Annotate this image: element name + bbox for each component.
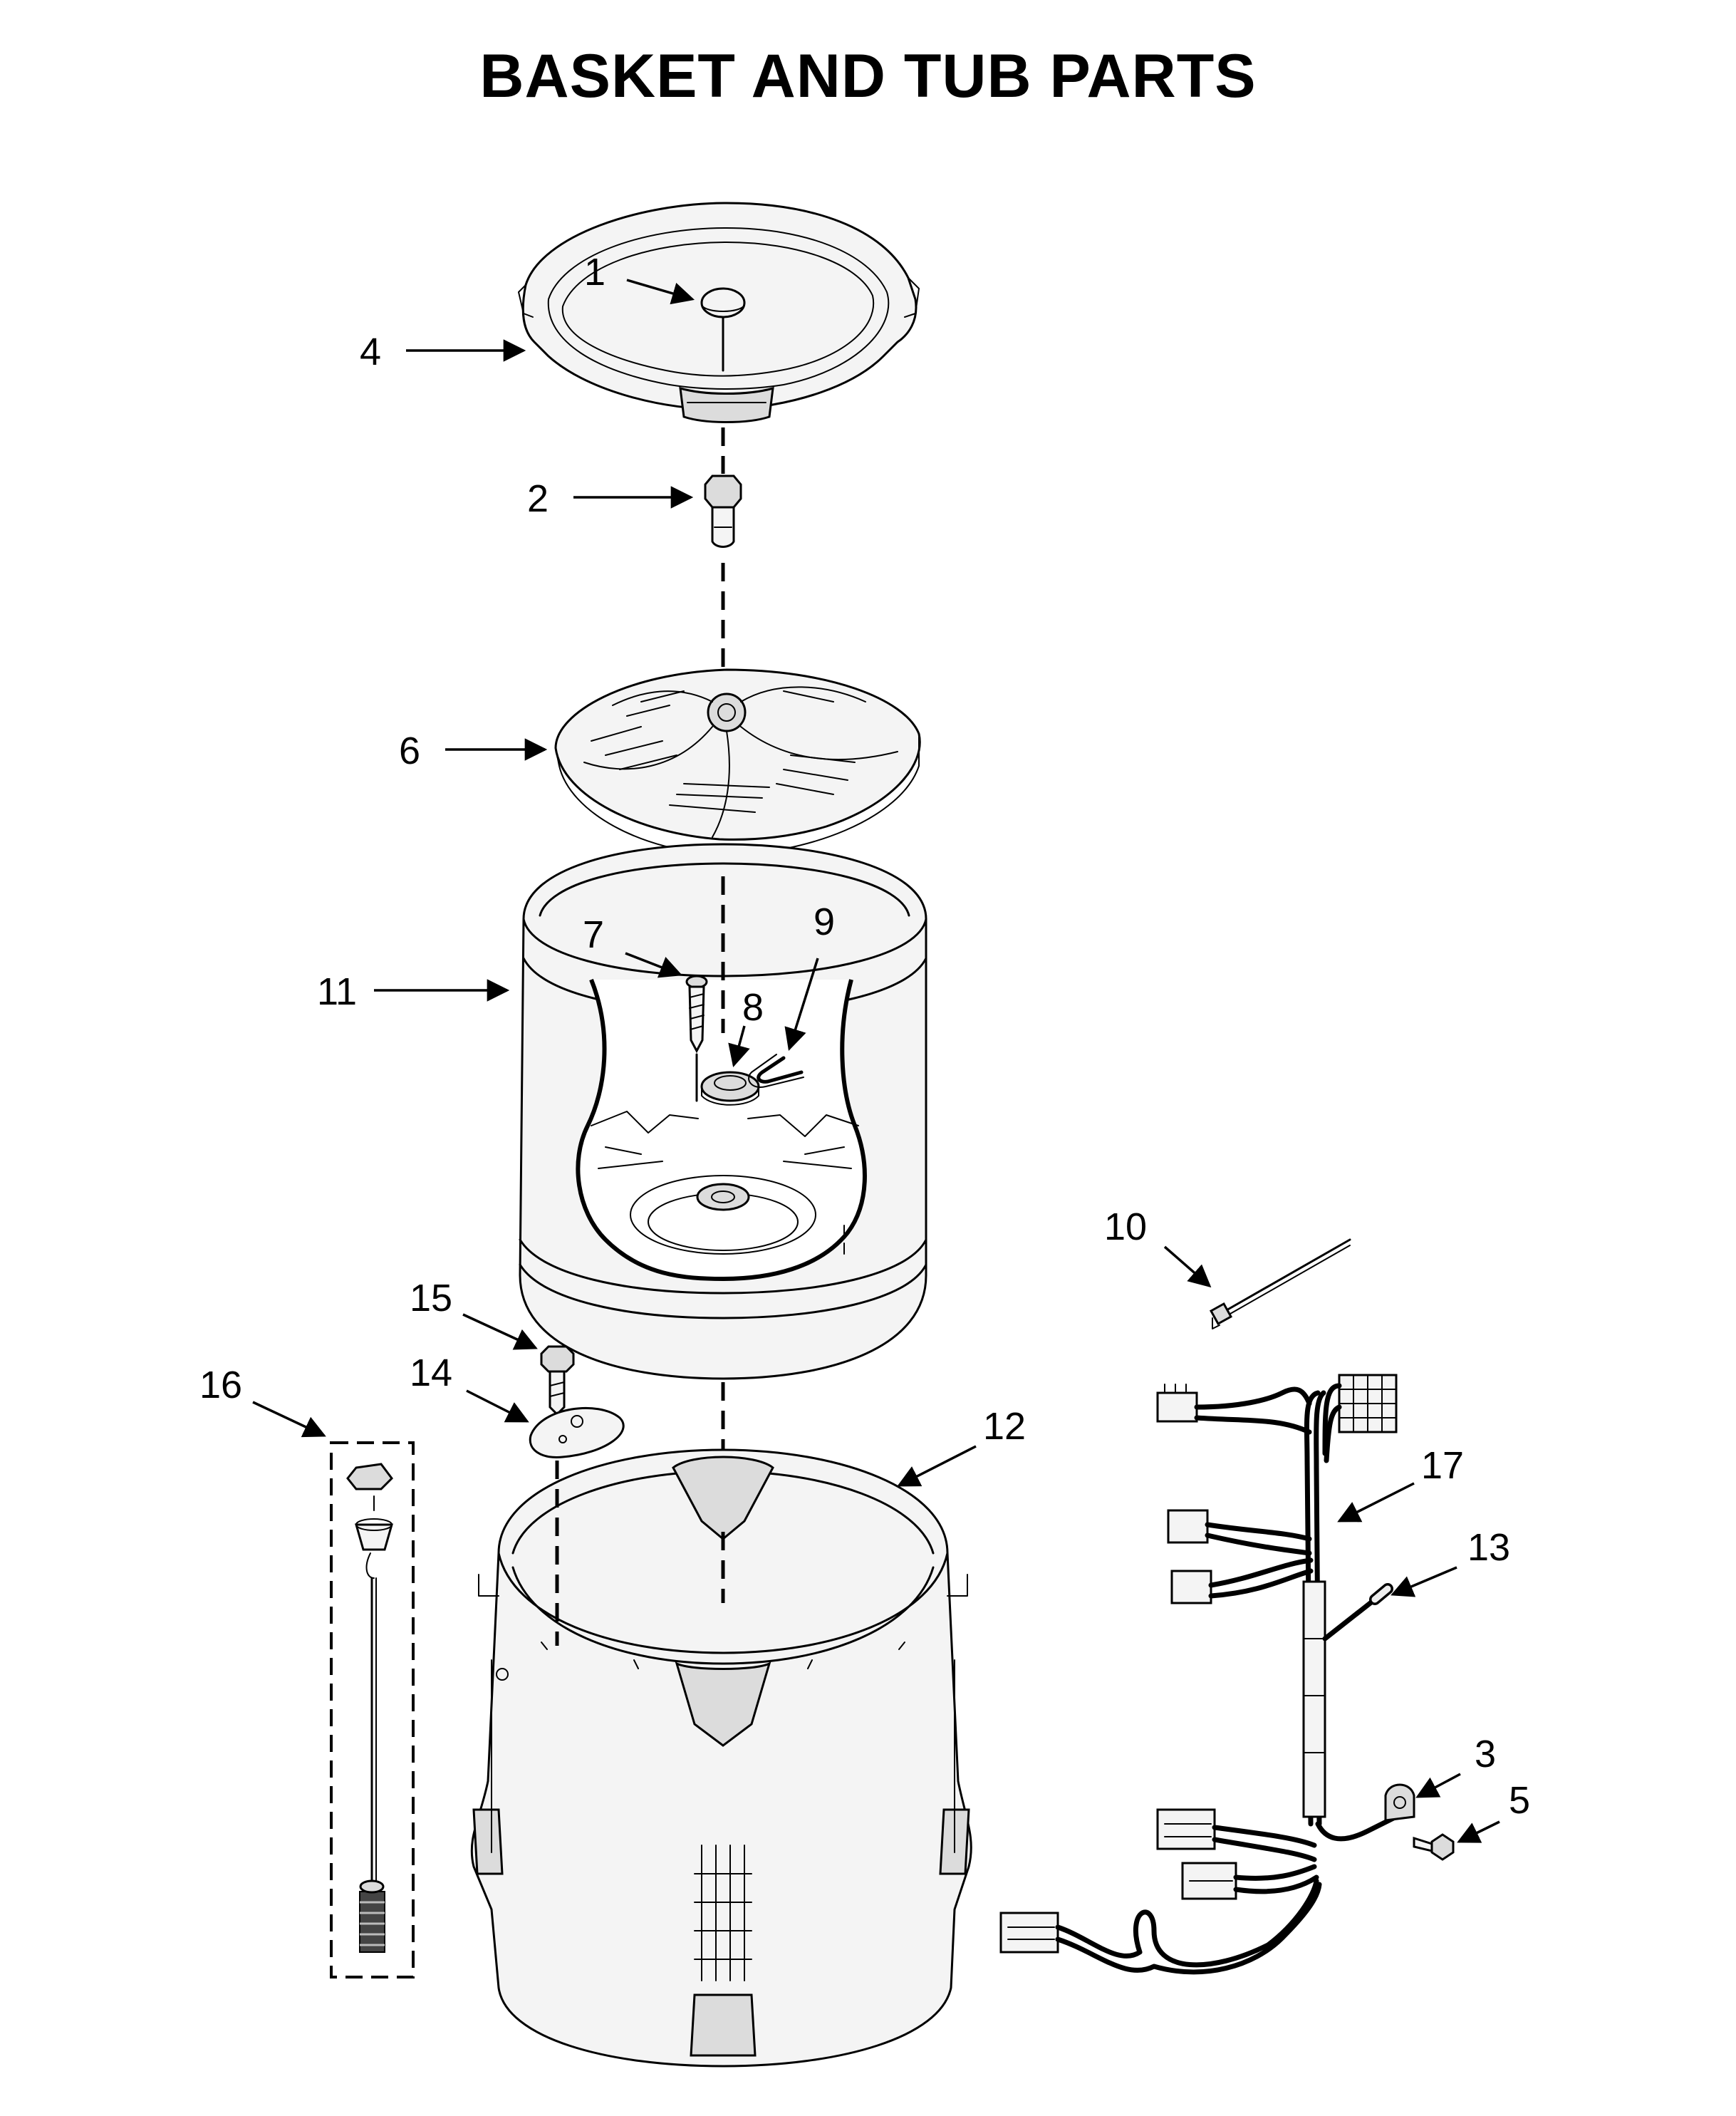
callout-16: 16 <box>199 1364 242 1406</box>
callout-6: 6 <box>399 730 420 772</box>
callout-10: 10 <box>1104 1205 1147 1248</box>
callout-12: 12 <box>983 1405 1026 1448</box>
callout-14: 14 <box>410 1352 452 1394</box>
part-16-suspension-rod <box>330 1441 415 1978</box>
part-9-clip <box>748 1054 804 1088</box>
part-13-tube <box>1369 1583 1393 1605</box>
page-title: BASKET AND TUB PARTS <box>479 42 1257 110</box>
callout-1: 1 <box>584 251 605 294</box>
callout-8: 8 <box>742 986 764 1029</box>
part-10-sensor <box>1209 1238 1351 1329</box>
callout-7: 7 <box>583 913 604 956</box>
part-1-cap <box>700 287 746 372</box>
callout-labels: 1 2 3 4 5 6 7 8 9 10 11 12 13 14 15 16 1… <box>199 251 1530 1822</box>
part-6-impeller <box>554 668 921 856</box>
part-3-clamp <box>1384 1783 1415 1822</box>
part-7-screw <box>685 975 708 1102</box>
part-8-hub <box>700 1071 760 1106</box>
callout-17: 17 <box>1421 1444 1464 1487</box>
part-12-tub <box>470 1448 972 2068</box>
part-11-basket <box>519 843 927 1380</box>
part-17-wire-harness <box>999 1374 1399 1975</box>
leader-arrows <box>252 279 1500 1843</box>
callout-15: 15 <box>410 1277 452 1319</box>
callout-9: 9 <box>814 901 835 943</box>
callout-4: 4 <box>360 331 381 373</box>
callout-3: 3 <box>1475 1733 1496 1775</box>
part-15-bolt <box>540 1345 575 1416</box>
callout-2: 2 <box>527 477 549 520</box>
part-5-screw <box>1413 1833 1455 1861</box>
callout-5: 5 <box>1509 1779 1530 1822</box>
callout-13: 13 <box>1467 1526 1510 1569</box>
callout-11: 11 <box>317 970 357 1013</box>
part-2-bolt <box>704 474 742 548</box>
part-14-bracket <box>529 1406 625 1458</box>
